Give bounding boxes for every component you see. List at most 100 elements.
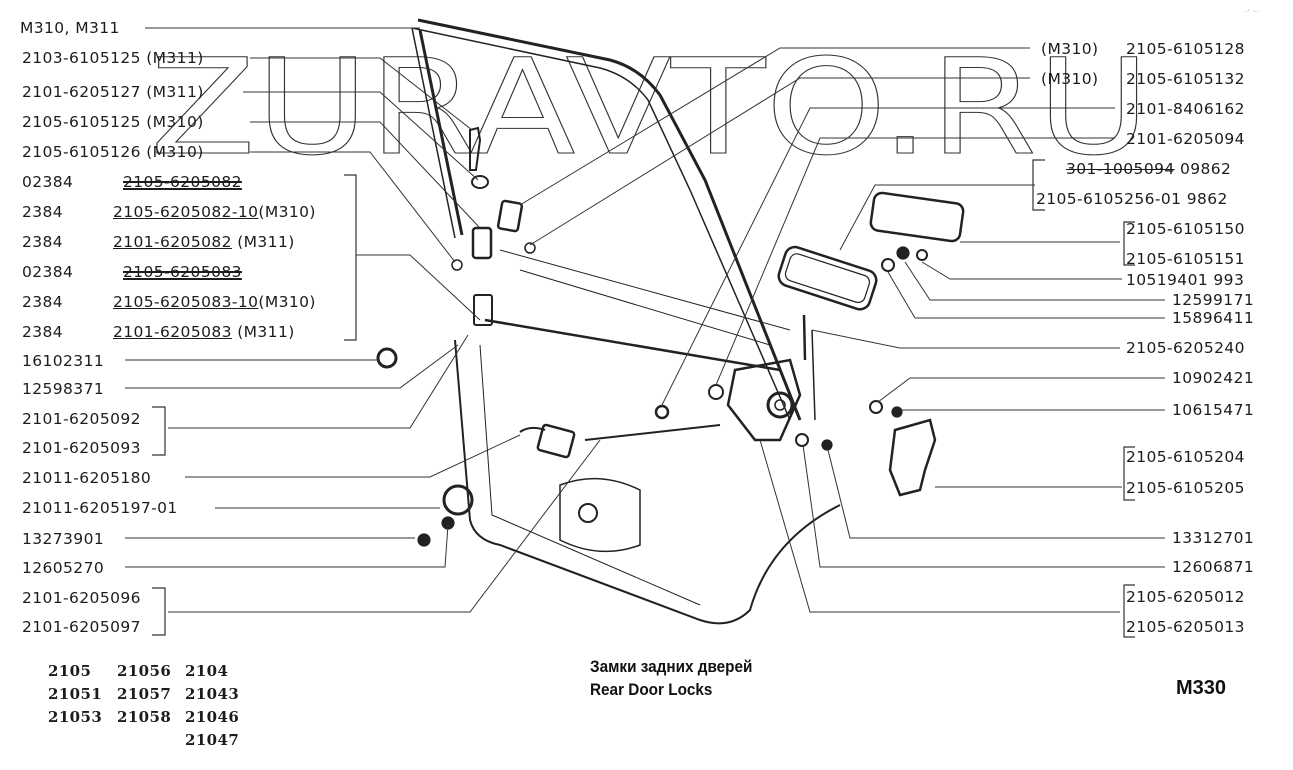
part-label: 10902421	[1172, 369, 1255, 387]
bumper	[376, 347, 398, 369]
model: 21046	[185, 708, 240, 726]
lock-part-note: (M311)	[231, 233, 295, 251]
model: 21056	[117, 662, 172, 680]
part-label: 2105-6205240	[1126, 339, 1245, 357]
part-label: M310, M311	[20, 19, 120, 37]
lock-part-note: (M311)	[231, 323, 295, 341]
screw-b	[821, 439, 833, 451]
part-label: 2103-6105125 (M311)	[22, 49, 204, 67]
handle-part: 2105-6105256-01 9862	[1036, 190, 1228, 208]
screw-head	[417, 533, 431, 547]
leader-lines	[125, 27, 1165, 613]
part-label: 2101-6205093	[22, 439, 141, 457]
handle-part-number: 2105-6105256-01	[1036, 190, 1182, 208]
window-crank-hub	[578, 503, 598, 523]
nut-a	[881, 258, 895, 272]
part-label: 2105-6105205	[1126, 479, 1245, 497]
part-label: 12598371	[22, 380, 105, 398]
part-label: 2101-6205096	[22, 589, 141, 607]
lock-part: 2101-6205083 (M311)	[113, 323, 295, 341]
washer	[916, 249, 928, 261]
part-label: 12606871	[1172, 558, 1255, 576]
part-label: 16102311	[22, 352, 105, 370]
model: 21053	[48, 708, 103, 726]
part-label: 2101-6205097	[22, 618, 141, 636]
brackets	[152, 159, 1135, 638]
lock-code: 2384	[22, 293, 64, 311]
handle-part-obsolete: 301-1005094 09862	[1066, 160, 1231, 178]
part-label: 2105-6105204	[1126, 448, 1245, 466]
lock-code: 2384	[22, 233, 64, 251]
part-label: 2105-6105132	[1126, 70, 1245, 88]
lock-part: 2105-6205083-10(M310)	[113, 293, 316, 311]
lock-part-number: 2105-6205082-10	[113, 203, 259, 221]
washer-b	[891, 406, 903, 418]
model: 21051	[48, 685, 103, 703]
window-frame	[417, 18, 802, 421]
part-label: 2105-6105125 (M310)	[22, 113, 204, 131]
obsolete-part-code: 09862	[1179, 160, 1232, 178]
part-label: 10615471	[1172, 401, 1255, 419]
lock-part-number: 2101-6205083	[113, 323, 232, 341]
part-label: 13273901	[22, 530, 105, 548]
model: 2105	[48, 662, 92, 680]
handle-gasket	[777, 245, 878, 311]
model: 2104	[185, 662, 229, 680]
page-code: M330	[1176, 677, 1227, 699]
part-label: 12599171	[1172, 291, 1255, 309]
lock-code: 02384	[22, 263, 74, 281]
lock-mechanism	[726, 358, 802, 442]
plug	[795, 433, 809, 447]
lock-code: 02384	[22, 173, 74, 191]
lock-rod	[484, 318, 781, 372]
handle-part-code: 9862	[1186, 190, 1228, 208]
lock-part-number: 2105-6205083-10	[113, 293, 259, 311]
clip	[654, 404, 670, 420]
lock-part: 2101-6205082 (M311)	[113, 233, 295, 251]
part-label: 2101-6205092	[22, 410, 141, 428]
part-label: 2105-6105126 (M310)	[22, 143, 204, 161]
inner-handle	[536, 423, 576, 459]
lock-part-obsolete: 2105-6205082	[123, 173, 242, 191]
part-label: 2105-6105150	[1126, 220, 1245, 238]
lock-lever	[473, 294, 493, 326]
corner-mark: ·ᐟ ···	[1245, 9, 1260, 16]
part-label: 10519401 993	[1126, 271, 1245, 289]
part-note: (M310)	[1041, 40, 1099, 58]
title-en: Rear Door Locks	[590, 680, 713, 699]
guide-block-b	[471, 226, 493, 260]
part-label: 2101-6205127 (M311)	[22, 83, 204, 101]
button-bushing	[471, 175, 489, 189]
model: 21057	[117, 685, 172, 703]
door-panel	[454, 339, 841, 625]
part-label: 2105-6105128	[1126, 40, 1245, 58]
part-label: 13312701	[1172, 529, 1255, 547]
lock-part-note: (M310)	[258, 203, 316, 221]
obsolete-part-number: 301-1005094	[1066, 160, 1175, 178]
lock-code: 2384	[22, 203, 64, 221]
model: 21058	[117, 708, 172, 726]
part-label: 2105-6205012	[1126, 588, 1245, 606]
outer-handle	[869, 191, 965, 243]
part-label: 2105-6105151	[1126, 250, 1245, 268]
part-label: 2105-6205013	[1126, 618, 1245, 636]
grommet	[442, 484, 474, 516]
screw-a	[869, 400, 883, 414]
title-ru: Замки задних дверей	[590, 657, 753, 676]
part-label: 21011-6205197-01	[22, 499, 178, 517]
model: 21047	[185, 731, 240, 749]
door-opening	[559, 477, 641, 553]
model: 21043	[185, 685, 240, 703]
part-note: (M310)	[1041, 70, 1099, 88]
lock-part-number: 2101-6205082	[113, 233, 232, 251]
lock-part-note: (M310)	[258, 293, 316, 311]
lock-button	[469, 126, 482, 171]
part-label: 2101-8406162	[1126, 100, 1245, 118]
part-label: 21011-6205180	[22, 469, 152, 487]
window-channel	[418, 29, 464, 236]
nut-b	[896, 246, 910, 260]
part-label: 12605270	[22, 559, 105, 577]
part-label: 15896411	[1172, 309, 1255, 327]
part-label: 2101-6205094	[1126, 130, 1245, 148]
